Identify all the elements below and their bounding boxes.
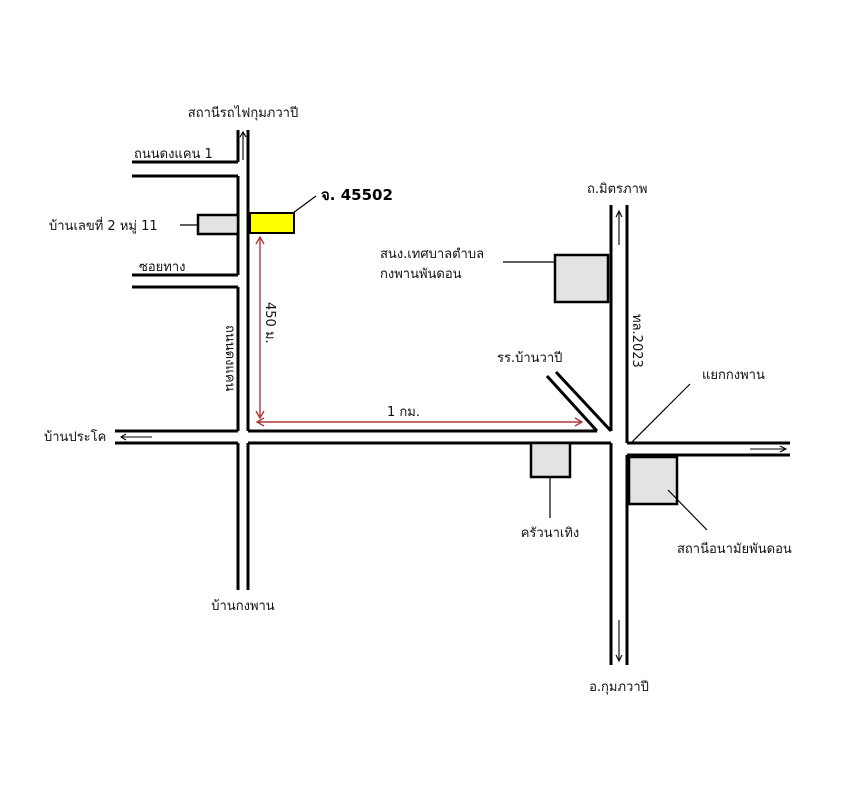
road-east: [627, 441, 790, 457]
health-station-building: [627, 455, 679, 506]
label-road-dongkan-1: ถนนดงแคน 1: [134, 147, 213, 162]
label-distance-vertical: 450 ม.: [262, 302, 277, 344]
arrow-down-kumphawapi-icon: [615, 620, 623, 663]
arrow-right-east-icon: [750, 445, 788, 453]
target-location-marker: [249, 212, 295, 234]
label-road-mittraphap: ถ.มิตรภาพ: [587, 182, 647, 197]
label-school: รร.บ้านวาปี: [497, 350, 562, 366]
label-municipal-office-line2: กงพานพันดอน: [380, 267, 462, 282]
label-restaurant: ครัวนาเทิง: [521, 526, 580, 541]
label-alley: ซอยทาง: [139, 260, 185, 275]
road-dongkan-1: [132, 160, 238, 178]
arrow-left-prakhon-icon: [119, 433, 152, 441]
arrow-up-station-icon: [239, 130, 247, 160]
label-village-prakhon: บ้านประโค: [44, 429, 106, 445]
label-village-kongphan: บ้านกงพาน: [211, 599, 275, 614]
label-target-location: จ. 45502: [321, 186, 393, 204]
distance-horizontal-line: [255, 417, 584, 427]
label-distance-horizontal: 1 กม.: [387, 405, 420, 420]
distance-markers: [255, 235, 584, 427]
label-highway: ทล.2023: [629, 314, 644, 368]
road-west: [115, 429, 238, 445]
label-train-station: สถานีรถไฟกุมภวาปี: [188, 105, 298, 121]
road-school-diagonal: [545, 370, 613, 433]
distance-vertical-line: [255, 235, 265, 420]
leader-health-station: [667, 489, 708, 531]
label-district: อ.กุมภวาปี: [589, 679, 649, 695]
leader-lines: [180, 195, 708, 531]
road-alley: [132, 273, 238, 289]
direction-arrows: [119, 130, 788, 663]
restaurant-building: [529, 441, 572, 479]
label-health-station: สถานีอนามัยพันดอน: [677, 541, 792, 557]
leader-target: [292, 195, 317, 214]
label-house-number: บ้านเลขที่ 2 หมู่ 11: [49, 217, 158, 234]
leader-junction: [631, 383, 691, 443]
label-vertical-road: ถนนดงแคน: [222, 325, 237, 392]
arrow-up-mittraphap-icon: [615, 209, 623, 245]
label-junction: แยกกงพาน: [702, 368, 765, 383]
road-network: [115, 130, 790, 665]
label-municipal-office-line1: สนง.เทศบาลตำบล: [380, 247, 484, 262]
municipal-office-building: [553, 253, 610, 304]
house-building: [196, 213, 240, 236]
road-main-horizontal: [248, 429, 611, 445]
